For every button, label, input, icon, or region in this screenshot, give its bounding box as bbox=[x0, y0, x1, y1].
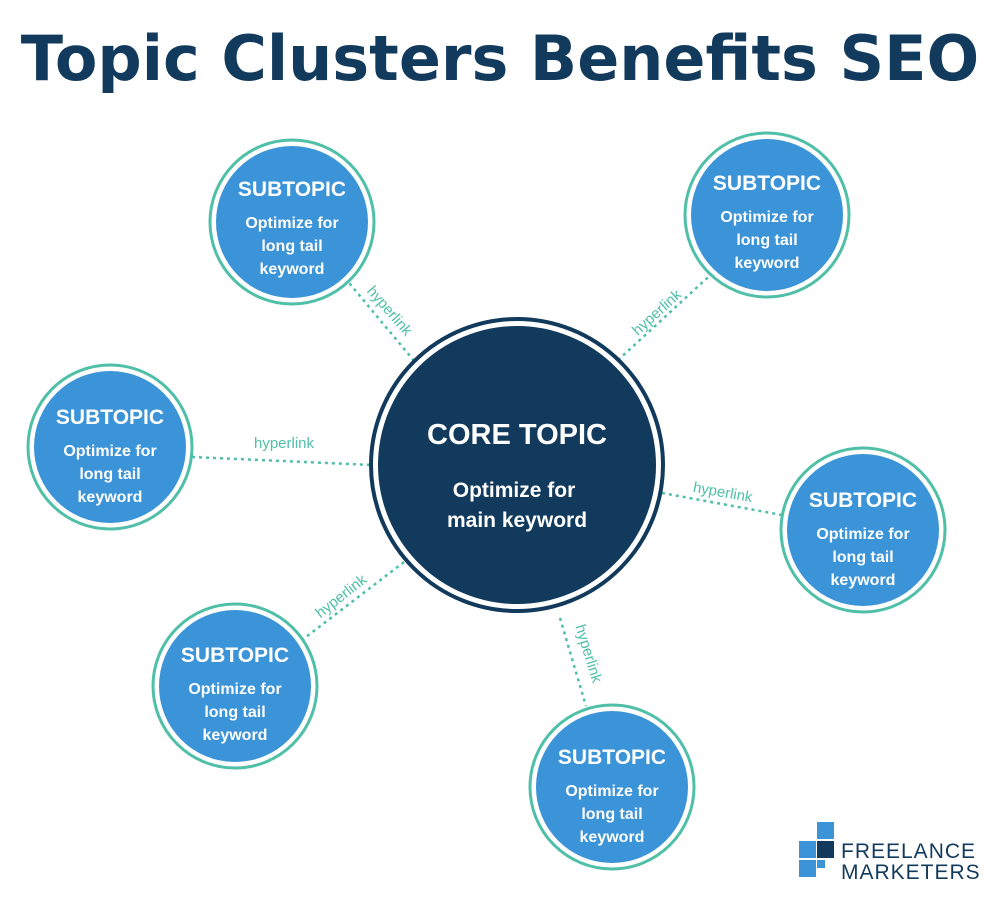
subtopic-node: SUBTOPIC Optimize for long tail keyword bbox=[779, 446, 947, 614]
logo-line1: FREELANCE bbox=[841, 840, 977, 863]
freelance-marketers-logo: FREELANCE MARKETERS bbox=[797, 820, 987, 886]
subtopic-node: SUBTOPIC Optimize for long tail keyword bbox=[151, 602, 319, 770]
subtopic-node: SUBTOPIC Optimize for long tail keyword bbox=[528, 703, 696, 871]
subtopic-line: keyword bbox=[260, 261, 325, 278]
subtopic-line: long tail bbox=[832, 549, 893, 566]
subtopic-title: SUBTOPIC bbox=[558, 746, 666, 769]
subtopic-line: Optimize for bbox=[63, 443, 156, 460]
connector-top-right bbox=[615, 267, 719, 363]
core-topic-title: CORE TOPIC bbox=[427, 419, 607, 451]
subtopic-line: Optimize for bbox=[188, 681, 281, 698]
subtopic-line: keyword bbox=[735, 255, 800, 272]
subtopic-title: SUBTOPIC bbox=[809, 489, 917, 512]
core-topic-line2: main keyword bbox=[447, 509, 587, 532]
link-label: hyperlink bbox=[254, 435, 315, 452]
subtopic-line: long tail bbox=[261, 238, 322, 255]
logo-line2: MARKETERS bbox=[841, 861, 981, 884]
subtopic-line: Optimize for bbox=[816, 526, 909, 543]
subtopic-line: keyword bbox=[580, 829, 645, 846]
subtopic-line: long tail bbox=[79, 466, 140, 483]
subtopic-node: SUBTOPIC Optimize for long tail keyword bbox=[26, 363, 194, 531]
connectors bbox=[191, 267, 783, 707]
subtopic-line: Optimize for bbox=[245, 215, 338, 232]
link-label: hyperlink bbox=[692, 479, 755, 506]
subtopic-line: keyword bbox=[831, 572, 896, 589]
subtopic-node: SUBTOPIC Optimize for long tail keyword bbox=[683, 131, 851, 299]
subtopic-line: long tail bbox=[736, 232, 797, 249]
link-label: hyperlink bbox=[629, 286, 685, 339]
subtopic-line: keyword bbox=[203, 727, 268, 744]
connector-bottom-left bbox=[301, 561, 405, 641]
subtopic-title: SUBTOPIC bbox=[238, 178, 346, 201]
link-label: hyperlink bbox=[571, 622, 605, 685]
logo-mark-icon bbox=[799, 822, 834, 877]
diagram-title: Topic Clusters Benefits SEO bbox=[20, 22, 980, 95]
subtopic-node: SUBTOPIC Optimize for long tail keyword bbox=[208, 138, 376, 306]
connector-bottom bbox=[558, 617, 588, 707]
subtopic-title: SUBTOPIC bbox=[56, 406, 164, 429]
subtopic-title: SUBTOPIC bbox=[181, 644, 289, 667]
subtopic-line: long tail bbox=[581, 806, 642, 823]
subtopic-line: Optimize for bbox=[565, 783, 658, 800]
subtopic-title: SUBTOPIC bbox=[713, 172, 821, 195]
link-label: hyperlink bbox=[312, 571, 370, 622]
subtopic-line: Optimize for bbox=[720, 209, 813, 226]
connector-top-left bbox=[344, 277, 421, 369]
core-topic-node: CORE TOPIC Optimize for main keyword bbox=[369, 317, 665, 613]
core-topic-line1: Optimize for bbox=[453, 479, 576, 502]
connector-left bbox=[191, 455, 373, 467]
subtopic-line: long tail bbox=[204, 704, 265, 721]
subtopic-line: keyword bbox=[78, 489, 143, 506]
